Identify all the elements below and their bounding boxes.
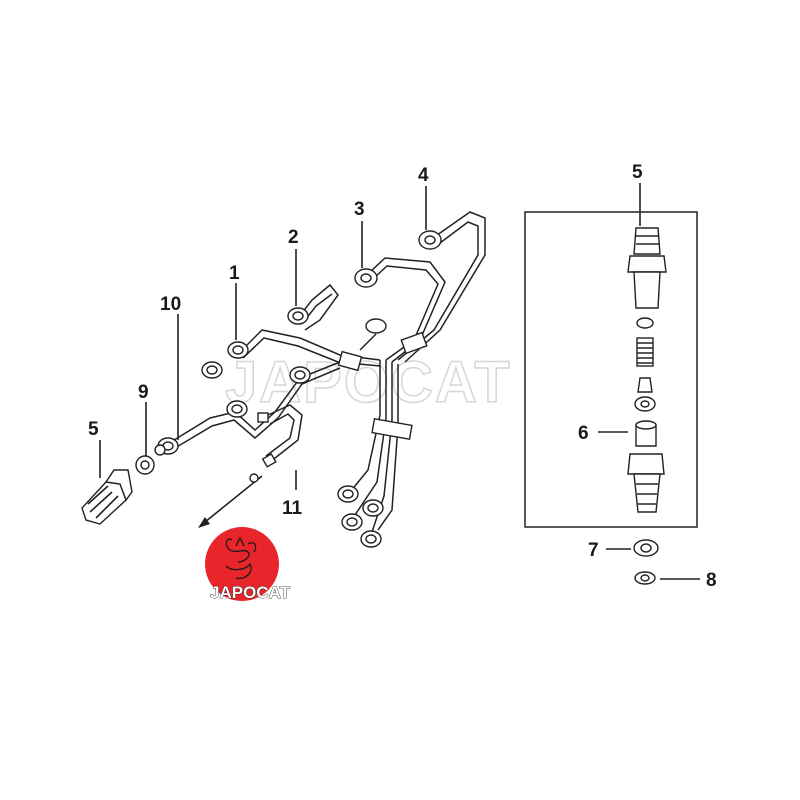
injector-detail-box	[524, 211, 698, 528]
callout-3: 3	[354, 199, 365, 220]
washer-7	[633, 539, 659, 557]
nut-bottom-a	[337, 485, 359, 503]
nut-bottom-d	[360, 530, 382, 548]
nut-2	[287, 307, 309, 325]
callout-2: 2	[288, 227, 299, 248]
nut-bottom-b	[362, 499, 384, 517]
pipe-nuts	[157, 230, 442, 548]
callout-6: 6	[578, 423, 589, 444]
nut-bottom-c	[341, 513, 363, 531]
nut-1	[227, 341, 249, 359]
callout-11: 11	[282, 498, 303, 519]
callout-1: 1	[229, 263, 240, 284]
callout-8: 8	[706, 570, 717, 591]
nut-loose	[201, 361, 223, 379]
washer-8	[634, 571, 656, 585]
callout-4: 4	[418, 165, 429, 186]
injector-left	[81, 444, 166, 525]
callout-7: 7	[588, 540, 599, 561]
logo-text: JAPOCAT	[210, 583, 291, 602]
japocat-logo: JAPOCAT	[205, 527, 291, 602]
nut-3	[354, 268, 378, 288]
nut-mid	[289, 366, 311, 384]
leader-lines	[99, 183, 700, 580]
callout-10: 10	[160, 294, 181, 315]
spring	[636, 337, 654, 367]
nut-left-mid	[226, 400, 248, 418]
seal-ring	[154, 444, 166, 456]
cat-logo-icon	[225, 536, 257, 579]
leak-off-hose	[198, 404, 303, 528]
callout-5-left: 5	[88, 419, 99, 440]
nut-4	[418, 230, 442, 250]
washer-9	[135, 455, 155, 475]
callout-labels: 1 2 3 4 5 5 6 7 8 9 10 11	[88, 162, 717, 591]
watermark-text: JAPOCAT	[225, 350, 512, 415]
callout-5-right: 5	[632, 162, 643, 183]
logo-circle	[205, 527, 279, 601]
callout-9: 9	[138, 382, 149, 403]
